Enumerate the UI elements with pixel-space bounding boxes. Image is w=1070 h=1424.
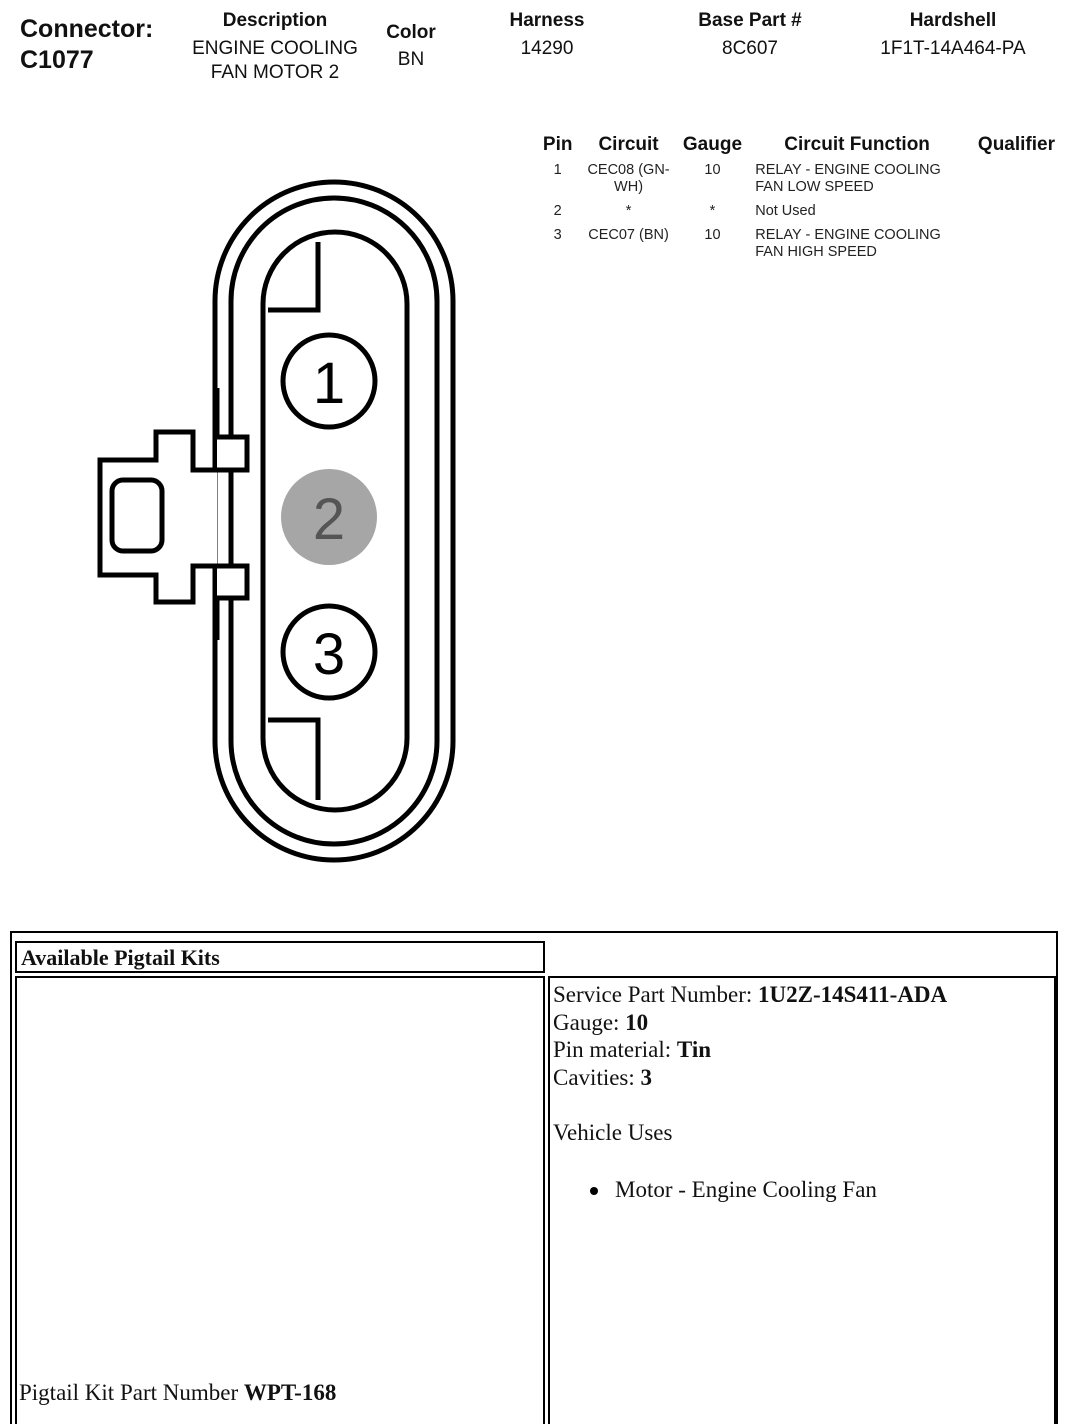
function-line: FAN HIGH SPEED [755, 244, 877, 260]
cavities-value: 3 [640, 1065, 653, 1090]
cell-gauge: 10 [704, 227, 721, 243]
cell-circuit: CEC08 (GN- WH) [579, 162, 677, 203]
harness-label: Harness [509, 10, 585, 31]
latch-window [109, 477, 165, 554]
function-line: Not Used [755, 203, 816, 219]
pin-circle [280, 603, 378, 701]
hardshell-label: Hardshell [909, 10, 997, 31]
pin-circle [280, 332, 378, 430]
base-part-label: Base Part # [698, 10, 802, 31]
circuit-line: CEC08 (GN- [587, 162, 670, 178]
function-line: FAN LOW SPEED [755, 179, 874, 195]
base-part-value: 8C607 [722, 38, 778, 59]
gauge-value: 10 [625, 1010, 649, 1035]
circuit-line: CEC07 (BN) [588, 227, 669, 243]
pigtail-kits-panel [10, 931, 1058, 1424]
service-part-line: Service Part Number: 1U2Z-14S411-ADA [553, 982, 947, 1008]
pin-table-header: Pin Circuit Gauge Circuit Function Quali… [536, 134, 1066, 162]
col-circuit: Circuit [598, 134, 659, 155]
cell-function: RELAY - ENGINE COOLING FAN LOW SPEED [747, 162, 967, 203]
pin-cavity-2: 2 [281, 469, 377, 565]
header-description: Description ENGINE COOLING FAN MOTOR 2 [175, 10, 375, 85]
cell-qualifier [967, 203, 1066, 227]
pin-cavity-1: 1 [280, 332, 378, 430]
housing-inner-wall [228, 195, 440, 847]
bottom-key [268, 717, 321, 800]
header-hardshell: Hardshell 1F1T-14A464-PA [860, 10, 1046, 61]
cavity-block [260, 229, 410, 813]
cell-function: Not Used [747, 203, 967, 227]
pigtail-kit-part-line: Pigtail Kit Part Number WPT-168 [19, 1380, 336, 1406]
connector-face-diagram: 1 2 3 [97, 179, 456, 863]
cell-gauge: * [709, 203, 716, 219]
vehicle-uses-label: Vehicle Uses [553, 1120, 673, 1145]
circuit-line: WH) [614, 179, 644, 195]
pin-material-value: Tin [676, 1037, 712, 1062]
harness-value: 14290 [520, 38, 574, 59]
pin-material-label: Pin material: [553, 1037, 672, 1062]
cell-circuit: * [579, 203, 677, 227]
color-label: Color [386, 22, 436, 43]
cavities-line: Cavities: 3 [553, 1065, 652, 1091]
function-line: RELAY - ENGINE COOLING [755, 227, 941, 243]
pigtail-kit-part-label: Pigtail Kit Part Number [19, 1380, 239, 1405]
table-row: 2 * * Not Used [536, 203, 1066, 227]
gauge-label: Gauge: [553, 1010, 620, 1035]
color-value: BN [397, 49, 425, 70]
bullet-icon [590, 1187, 598, 1195]
pin-material-line: Pin material: Tin [553, 1037, 711, 1063]
service-part-value: 1U2Z-14S411-ADA [758, 982, 948, 1007]
table-row: 3 CEC07 (BN) 10 RELAY - ENGINE COOLING F… [536, 227, 1066, 268]
pin-table: Pin Circuit Gauge Circuit Function Quali… [536, 134, 1066, 268]
pin-cavity-3: 3 [280, 603, 378, 701]
pin-circle [281, 469, 377, 565]
pin-number: 2 [313, 487, 345, 552]
description-line-2: FAN MOTOR 2 [210, 62, 340, 83]
header-base-part: Base Part # 8C607 [680, 10, 820, 61]
cell-gauge: 10 [704, 162, 721, 178]
connector-housing [212, 179, 456, 863]
col-pin: Pin [542, 134, 573, 155]
vehicle-use-item: Motor - Engine Cooling Fan [615, 1177, 877, 1202]
header-harness: Harness 14290 [487, 10, 607, 61]
pigtail-kits-title: Available Pigtail Kits [15, 941, 545, 973]
hardshell-value: 1F1T-14A464-PA [880, 38, 1026, 59]
cell-circuit: CEC07 (BN) [579, 227, 677, 268]
col-circuit-function: Circuit Function [784, 134, 930, 155]
col-gauge: Gauge [682, 134, 743, 155]
service-part-label: Service Part Number: [553, 982, 753, 1007]
description-label: Description [222, 10, 328, 31]
cell-function: RELAY - ENGINE COOLING FAN HIGH SPEED [747, 227, 967, 268]
table-row: 1 CEC08 (GN- WH) 10 RELAY - ENGINE COOLI… [536, 162, 1066, 203]
function-line: RELAY - ENGINE COOLING [755, 162, 941, 178]
circuit-line: * [625, 203, 632, 219]
cell-pin: 1 [553, 162, 562, 178]
connector-label: Connector: [20, 15, 154, 43]
cell-pin: 2 [553, 203, 562, 219]
header-color: Color BN [370, 22, 452, 72]
pigtail-kit-image-area [15, 976, 545, 1424]
cavities-label: Cavities: [553, 1065, 635, 1090]
top-key [268, 242, 321, 313]
pin-number: 1 [313, 351, 345, 416]
locking-latch [97, 388, 250, 640]
cell-qualifier [967, 162, 1066, 203]
connector-title: Connector: C1077 [20, 14, 153, 76]
pigtail-kit-details [548, 976, 1056, 1424]
description-line-1: ENGINE COOLING [192, 38, 358, 59]
pin-number: 3 [313, 622, 345, 687]
connector-id: C1077 [20, 46, 94, 74]
cell-pin: 3 [553, 227, 562, 243]
cell-qualifier [967, 227, 1066, 268]
col-qualifier: Qualifier [977, 134, 1055, 155]
gauge-line: Gauge: 10 [553, 1010, 648, 1036]
pigtail-kit-part-value: WPT-168 [243, 1380, 337, 1405]
